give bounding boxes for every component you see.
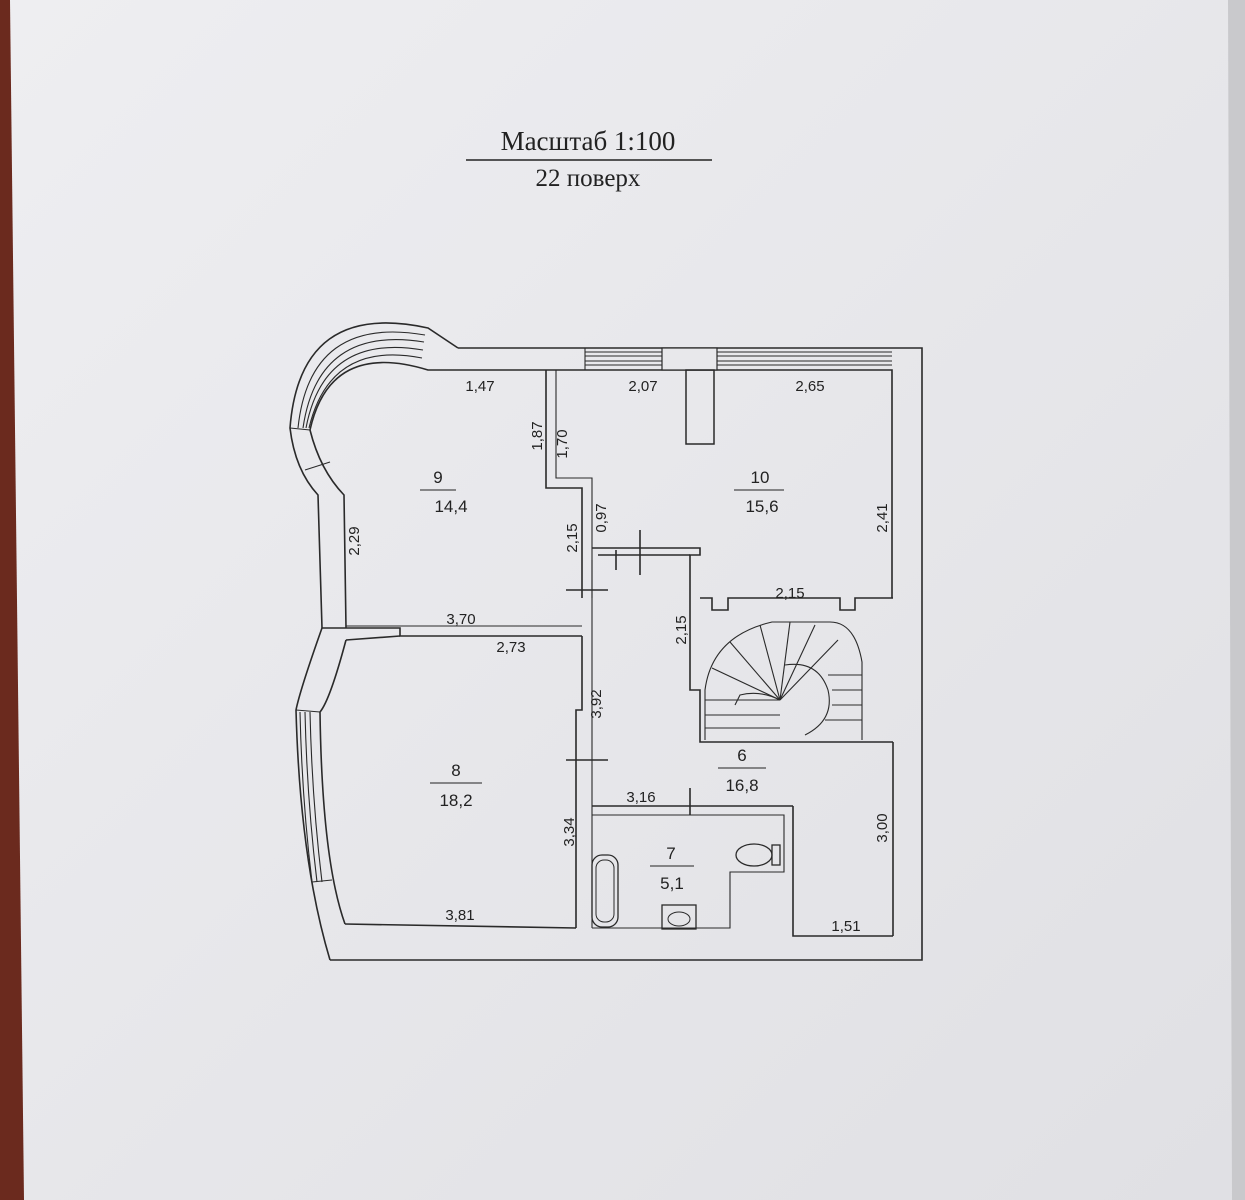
inner-bottom-right-wall — [792, 806, 893, 937]
stair-top-wall — [700, 597, 893, 611]
dim-3-34: 3,34 — [561, 817, 578, 846]
dim-2-65: 2,65 — [795, 378, 824, 395]
door-marks — [566, 530, 691, 815]
scale-label: Масштаб 1:100 — [501, 126, 676, 156]
room-9-label: 9 14,4 — [420, 468, 468, 516]
wall-9-8 — [322, 627, 582, 637]
dim-3-92: 3,92 — [588, 689, 605, 718]
dim-2-07: 2,07 — [628, 378, 657, 395]
dim-1-70: 1,70 — [554, 429, 571, 458]
svg-text:18,2: 18,2 — [439, 791, 472, 810]
dim-2-29: 2,29 — [346, 526, 363, 555]
wall-8-corridor — [575, 636, 583, 928]
dim-3-00: 3,00 — [874, 813, 891, 842]
right-surface — [1228, 0, 1245, 1200]
column — [685, 369, 715, 445]
floor-label: 22 поверх — [536, 165, 641, 192]
room-8-label: 8 18,2 — [430, 761, 482, 810]
dim-3-70: 3,70 — [446, 611, 475, 628]
svg-text:16,8: 16,8 — [725, 776, 758, 795]
room-6-label: 6 16,8 — [718, 746, 766, 795]
dim-3-16: 3,16 — [626, 789, 655, 806]
dim-2-41: 2,41 — [874, 503, 891, 532]
stair-wall — [592, 547, 893, 743]
inner-top-wall — [458, 369, 893, 598]
dim-1-87: 1,87 — [529, 421, 546, 450]
top-window — [584, 347, 892, 371]
svg-text:15,6: 15,6 — [745, 497, 778, 516]
svg-text:5,1: 5,1 — [660, 874, 684, 893]
dimension-labels: 1,47 2,07 2,65 1,87 1,70 0,97 2,29 2,15 … — [346, 378, 891, 935]
floor-plan: 9 14,4 10 15,6 8 18,2 6 16,8 7 5,1 1,47 … — [289, 322, 923, 961]
dim-0-97: 0,97 — [593, 503, 610, 532]
svg-text:9: 9 — [433, 468, 442, 487]
bathroom-inner-wall — [592, 814, 785, 929]
dim-2-15-b: 2,15 — [775, 585, 804, 602]
curved-bay-window — [289, 322, 459, 629]
svg-text:10: 10 — [751, 468, 770, 487]
dim-1-51: 1,51 — [831, 918, 860, 935]
dim-2-15-c: 2,15 — [673, 615, 690, 644]
room-8-bay-window — [295, 627, 401, 961]
room-8-bottom-wall — [344, 923, 577, 929]
svg-text:6: 6 — [737, 746, 746, 765]
room-7-label: 7 5,1 — [650, 844, 694, 893]
dim-2-15-a: 2,15 — [564, 523, 581, 552]
spiral-staircase — [704, 621, 863, 740]
svg-text:8: 8 — [451, 761, 460, 780]
wall-9-10-inner — [555, 370, 593, 598]
svg-text:7: 7 — [666, 844, 675, 863]
dim-2-73: 2,73 — [496, 639, 525, 656]
dim-1-47: 1,47 — [465, 378, 494, 395]
toilet-icon — [735, 843, 781, 867]
dim-3-81: 3,81 — [445, 907, 474, 924]
bathtub-icon — [591, 854, 619, 928]
wall-9-10 — [545, 370, 583, 598]
sink-icon — [661, 904, 697, 930]
room-10-label: 10 15,6 — [734, 468, 784, 516]
svg-text:14,4: 14,4 — [434, 497, 467, 516]
